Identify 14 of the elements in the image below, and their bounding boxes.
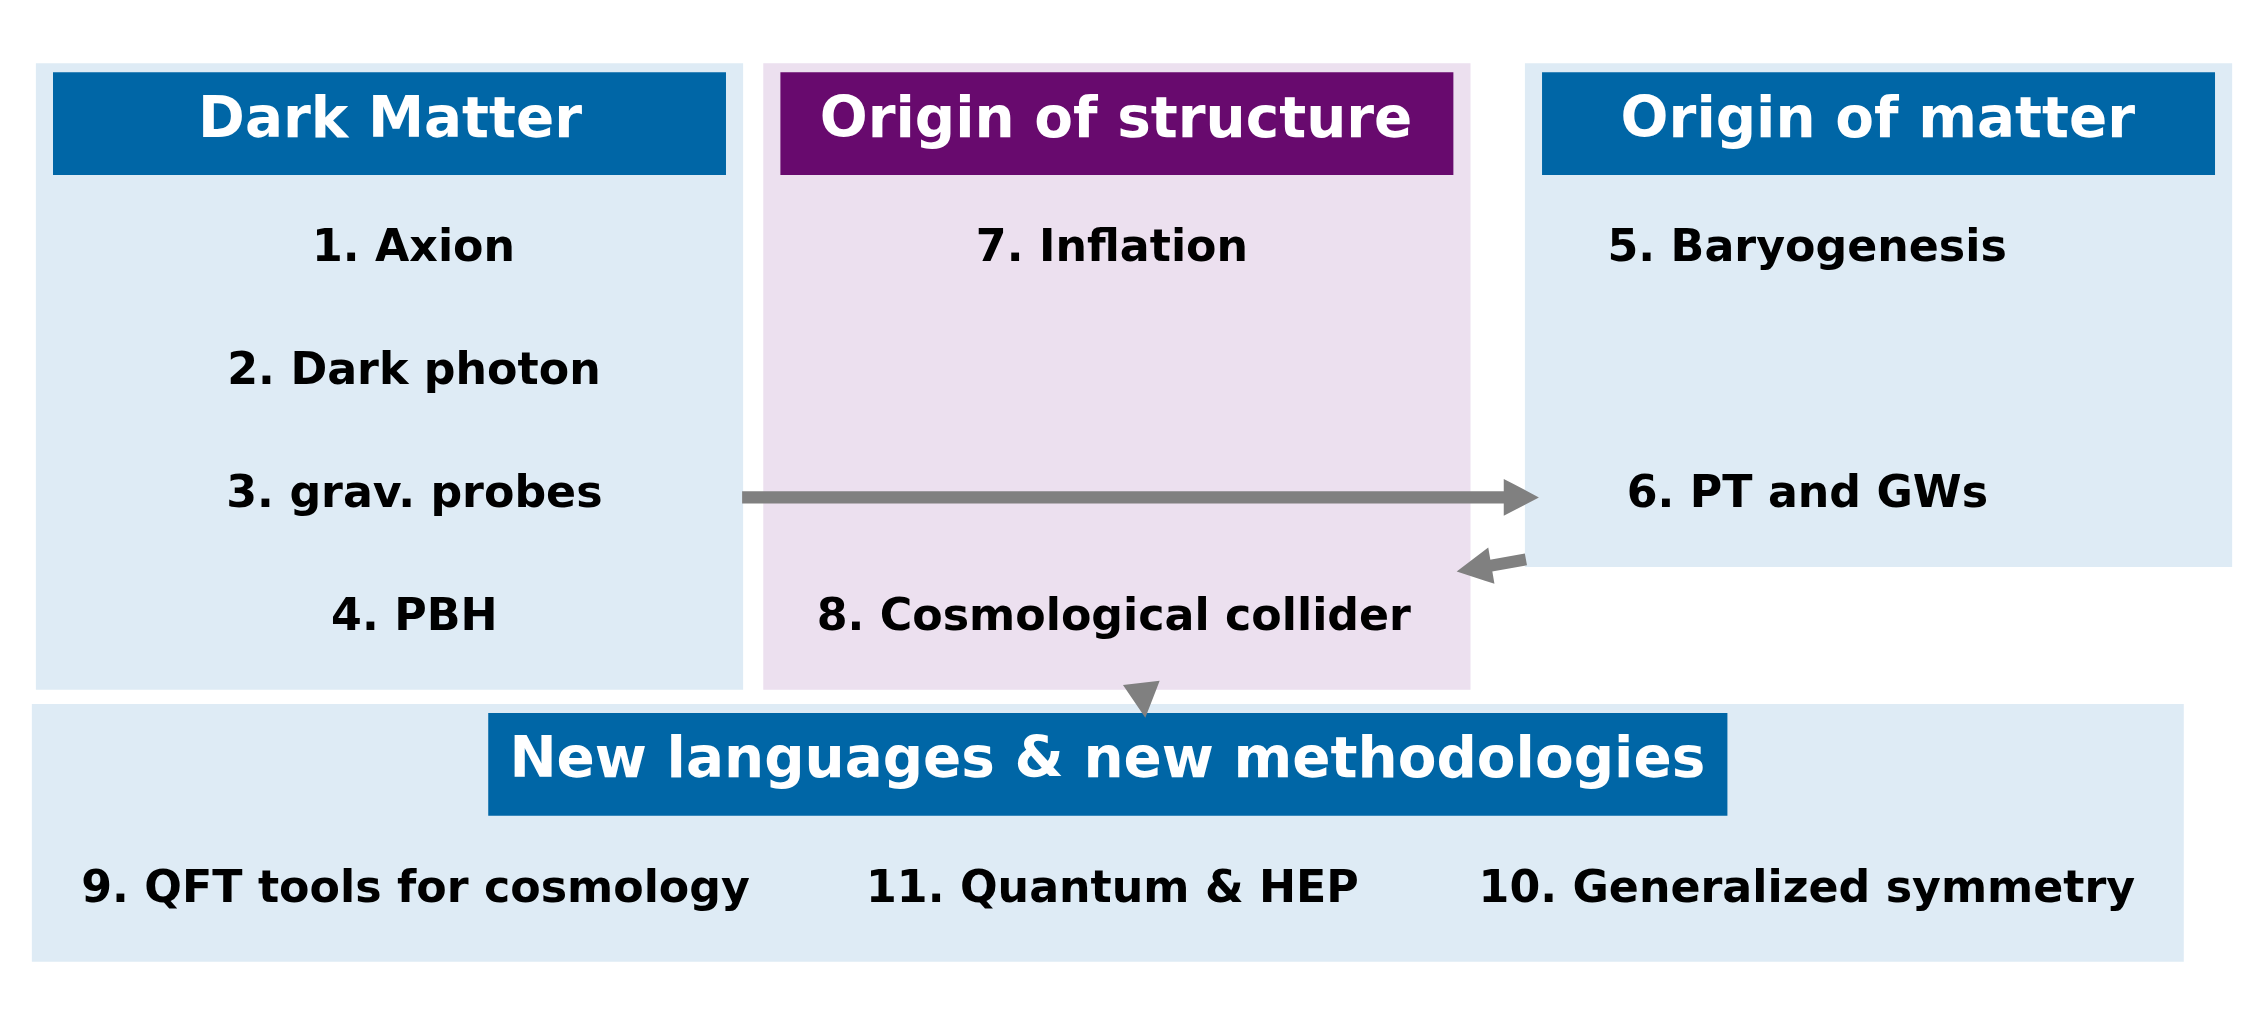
arrow (742, 478, 1539, 516)
node-text: 3. grav. probes (226, 465, 603, 517)
node-text: 7. Inflation (975, 219, 1249, 271)
node-text: 8. Cosmological collider (816, 588, 1411, 640)
arrow (1122, 680, 1160, 718)
node-text: 6. PT and GWs (1626, 465, 1989, 517)
node-text: 1. Axion (311, 219, 516, 271)
node-text: 10. Generalized symmetry (1478, 860, 2136, 912)
node-text: 4. PBH (331, 588, 498, 640)
node-text: 11. Quantum & HEP (866, 860, 1359, 912)
node-text: 5. Baryogenesis (1607, 219, 2007, 271)
node-text: 9. QFT tools for cosmology (81, 860, 750, 912)
node-text: 2. Dark photon (227, 342, 601, 394)
arrow (1456, 547, 1528, 584)
